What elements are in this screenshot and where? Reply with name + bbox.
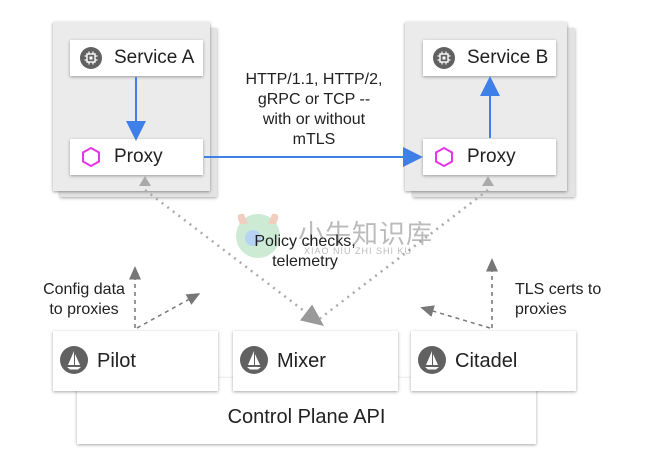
- sail-icon: [60, 346, 88, 379]
- watermark-text: 小牛知识库: [298, 219, 434, 249]
- protocol-text: HTTP/1.1, HTTP/2, gRPC or TCP -- with or…: [214, 70, 414, 150]
- hexagon-icon: [433, 146, 455, 173]
- config-line-1: Config data: [43, 281, 125, 298]
- hexagon-icon: [80, 146, 102, 173]
- sail-icon: [418, 346, 446, 379]
- chip-icon: [80, 47, 102, 74]
- pilot-box[interactable]: Pilot: [53, 331, 218, 391]
- citadel-box[interactable]: Citadel: [411, 331, 576, 391]
- pilot-label: Pilot: [97, 350, 136, 372]
- mixer-box[interactable]: Mixer: [233, 331, 398, 391]
- proxy-b-box[interactable]: Proxy: [423, 139, 556, 175]
- control-plane-label: Control Plane API: [227, 406, 386, 428]
- arrowhead-proxy-b-up: [482, 176, 494, 186]
- proxy-a-box[interactable]: Proxy: [70, 139, 203, 175]
- protocol-line-4: mTLS: [292, 131, 336, 148]
- dashed-line-pilot-diagonal: [136, 293, 201, 329]
- policy-text: Policy checks, telemetry: [230, 232, 380, 272]
- dotted-line-proxy-b-mixer: [317, 189, 489, 321]
- protocol-line-1: HTTP/1.1, HTTP/2,: [245, 71, 383, 88]
- config-text: Config data to proxies: [32, 280, 136, 320]
- proxy-b-label: Proxy: [467, 146, 516, 167]
- policy-line-1: Policy checks,: [254, 233, 356, 250]
- watermark: 小牛知识库 XIAO NIU ZHI SHI KU: [226, 204, 436, 274]
- watermark-logo-icon: [226, 204, 290, 273]
- service-b-box[interactable]: Service B: [423, 40, 556, 76]
- dotted-line-proxy-a-mixer: [144, 189, 324, 327]
- tls-line-2: proxies: [515, 301, 567, 318]
- service-b-label: Service B: [467, 47, 549, 68]
- tls-text: TLS certs to proxies: [515, 280, 625, 320]
- service-a-label: Service A: [114, 47, 195, 68]
- service-a-box[interactable]: Service A: [70, 40, 203, 76]
- citadel-label: Citadel: [455, 350, 518, 372]
- sail-icon: [240, 346, 268, 379]
- config-line-2: to proxies: [49, 301, 119, 318]
- policy-line-2: telemetry: [272, 253, 338, 270]
- arrowhead-proxy-a-up: [139, 176, 151, 186]
- tls-line-1: TLS certs to: [515, 281, 602, 298]
- protocol-line-2: gRPC or TCP --: [257, 91, 371, 108]
- watermark-subtext: XIAO NIU ZHI SHI KU: [304, 246, 413, 256]
- proxy-a-label: Proxy: [114, 146, 163, 167]
- mixer-label: Mixer: [277, 350, 326, 372]
- dashed-line-citadel-diagonal: [420, 305, 491, 329]
- protocol-line-3: with or without: [262, 111, 366, 128]
- chip-icon: [433, 47, 455, 74]
